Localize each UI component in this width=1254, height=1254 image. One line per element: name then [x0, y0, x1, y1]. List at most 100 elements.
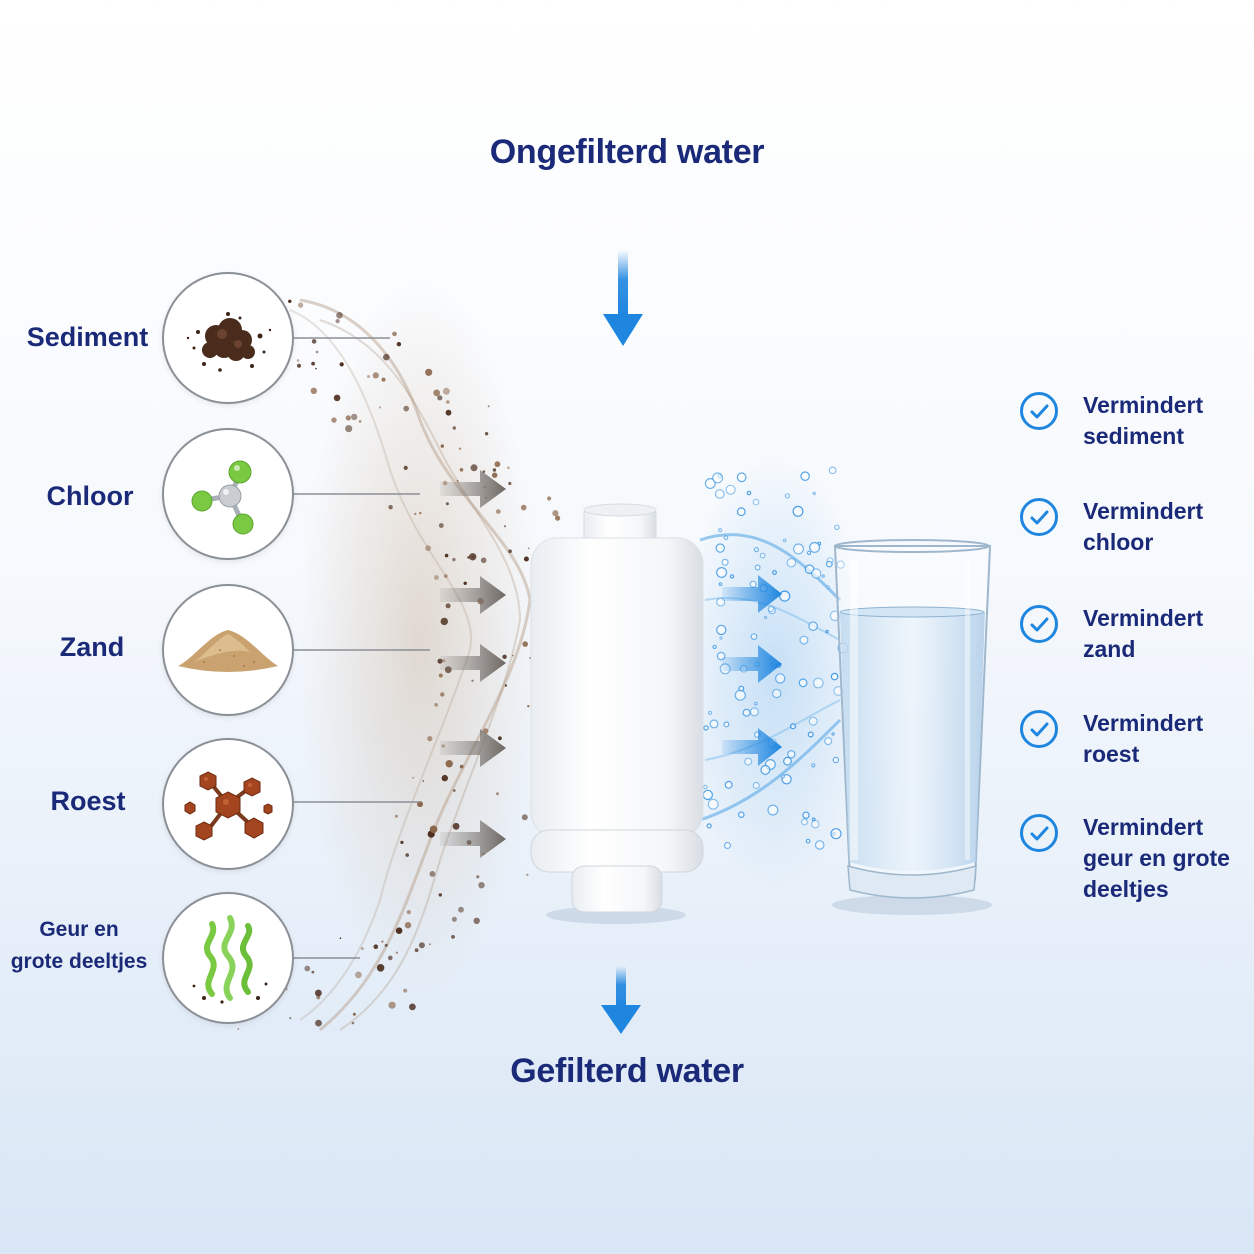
water-droplet: [753, 546, 760, 553]
dirt-particle: [388, 505, 393, 510]
filter-cartridge: [530, 503, 704, 924]
water-droplet: [802, 811, 810, 819]
benefit-line: Vermindert: [1083, 392, 1204, 418]
water-glass: [832, 539, 992, 915]
water-droplet: [706, 823, 712, 829]
dirt-particle: [414, 512, 417, 516]
water-droplet: [772, 688, 782, 699]
label-geur: Geur en grote deeltjes: [4, 914, 154, 978]
dirt-particle: [452, 557, 456, 562]
dirt-particle: [351, 413, 358, 421]
dirt-particle: [237, 1028, 240, 1030]
water-droplet: [763, 615, 768, 620]
dirt-particle: [473, 917, 480, 924]
dirt-particle: [478, 882, 485, 889]
dirt-particle: [395, 927, 403, 934]
dirt-particle: [289, 1017, 292, 1020]
benefit-line: Vermindert: [1083, 814, 1204, 840]
dirt-particle: [451, 935, 455, 939]
dirt-particle: [351, 1021, 355, 1025]
water-droplet: [806, 550, 812, 556]
water-droplet: [703, 725, 709, 731]
dirt-particle: [445, 502, 449, 506]
water-droplet: [719, 636, 723, 640]
benefit-line: geur en grote: [1083, 845, 1230, 871]
dirt-particle: [296, 359, 300, 362]
dirt-particle: [395, 951, 398, 954]
check-icon: [1020, 605, 1058, 643]
water-droplet: [830, 828, 842, 840]
circle-geur: [162, 892, 294, 1024]
water-droplet: [825, 560, 833, 568]
water-droplet: [808, 716, 818, 726]
dirt-particle: [367, 375, 370, 378]
dirt-particle: [372, 372, 379, 379]
dirt-particle: [298, 302, 304, 308]
water-droplet: [749, 707, 760, 717]
label-chloor: Chloor: [46, 481, 134, 511]
water-droplet: [807, 731, 814, 738]
dirt-particle: [459, 468, 464, 472]
benefit-line: Vermindert: [1083, 498, 1204, 524]
dirt-particle: [352, 1012, 356, 1016]
dirt-particle: [470, 464, 478, 472]
dirt-particle: [311, 970, 315, 974]
dirt-particle: [336, 312, 343, 319]
label-geur-line2: grote deeltjes: [10, 950, 148, 973]
dirt-particle: [494, 461, 501, 468]
water-droplet: [810, 819, 820, 829]
benefit-line: Vermindert: [1083, 710, 1204, 736]
water-droplet: [744, 757, 753, 766]
water-droplet: [782, 538, 787, 543]
water-droplet: [786, 557, 797, 568]
water-droplet: [752, 498, 760, 506]
water-droplet: [767, 804, 779, 816]
dirt-particle: [458, 447, 462, 450]
dirt-particle: [422, 780, 425, 782]
dirt-particle: [504, 684, 508, 687]
dirt-particle: [547, 496, 552, 501]
dirt-particle: [345, 425, 353, 433]
dirt-particle: [409, 1003, 416, 1011]
rust-icon: [184, 771, 273, 841]
water-droplet: [738, 685, 745, 692]
water-droplet: [825, 629, 829, 634]
benefit-text: Vermindert zand: [1083, 603, 1254, 665]
water-droplet: [716, 566, 728, 578]
benefit-line: sediment: [1083, 423, 1184, 449]
check-icon: [1020, 814, 1058, 852]
water-droplet: [737, 811, 745, 819]
water-droplet: [750, 633, 758, 640]
dirt-particle: [484, 432, 489, 436]
check-icon: [1020, 498, 1058, 536]
dirt-particle: [339, 937, 342, 939]
clean-outflow-arrows: [722, 575, 782, 766]
water-droplet: [723, 721, 730, 728]
benefit-line: roest: [1083, 741, 1140, 767]
water-droplet: [775, 673, 786, 684]
sand-pile-icon: [178, 630, 278, 672]
water-droplet: [702, 789, 714, 801]
dirt-particle: [388, 1001, 396, 1009]
dirt-particle: [437, 395, 443, 401]
water-droplet: [772, 570, 777, 575]
dirt-particle: [333, 394, 341, 402]
water-droplet: [809, 541, 821, 553]
benefit-line: deeltjes: [1083, 876, 1169, 902]
dirt-particle: [442, 387, 450, 395]
label-zand: Zand: [59, 632, 125, 662]
water-droplet: [812, 491, 816, 496]
dirt-particle: [445, 760, 453, 768]
water-droplet: [716, 624, 727, 636]
dirt-particle: [451, 916, 457, 922]
dirt-particle: [469, 553, 477, 561]
dirt-particle: [458, 906, 464, 913]
water-droplet: [712, 644, 717, 650]
water-droplet: [799, 635, 809, 645]
water-droplet: [718, 582, 723, 586]
water-droplet: [723, 535, 729, 541]
dirt-particle: [527, 547, 530, 550]
benefit-text: Vermindert sediment: [1083, 390, 1254, 452]
water-droplet: [805, 838, 811, 844]
